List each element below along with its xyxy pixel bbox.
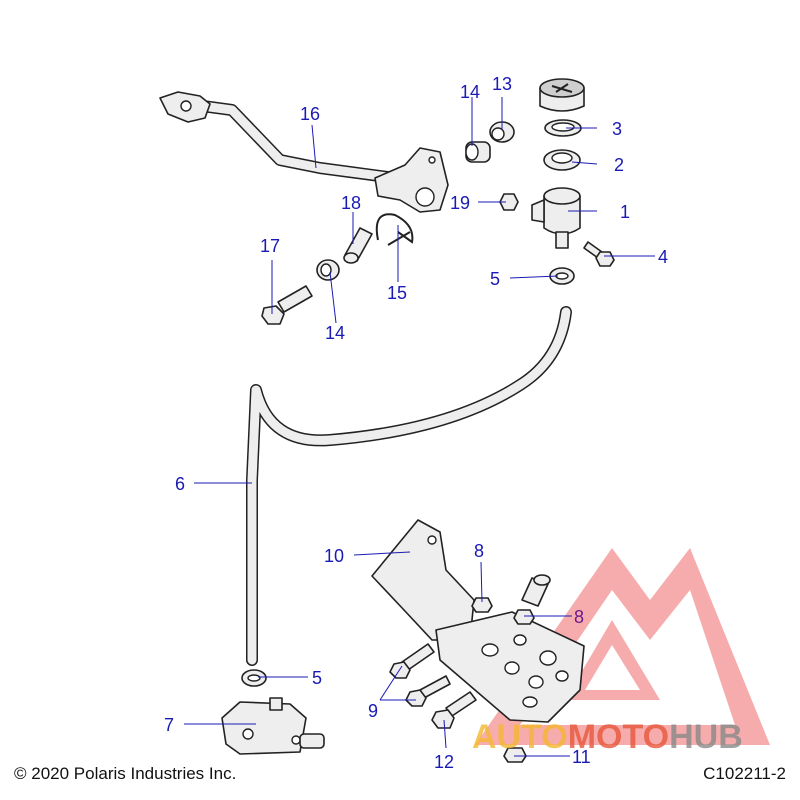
part-bushing-13 bbox=[489, 121, 515, 143]
part-bolt-4 bbox=[583, 241, 615, 267]
callout-19: 19 bbox=[450, 193, 470, 213]
callout-5-bottom: 5 bbox=[312, 668, 322, 688]
callout-14-bottom: 14 bbox=[325, 323, 345, 343]
callout-3: 3 bbox=[612, 119, 622, 139]
part-spacer bbox=[521, 574, 551, 607]
callout-15: 15 bbox=[387, 283, 407, 303]
part-clamp-5-top bbox=[549, 267, 575, 285]
part-hose-6 bbox=[246, 306, 572, 666]
part-bushing-14-bottom bbox=[316, 259, 340, 281]
callout-2: 2 bbox=[614, 155, 624, 175]
watermark-text-auto: AUTO bbox=[472, 718, 568, 756]
callout-14-top: 14 bbox=[460, 82, 480, 102]
part-nut-8-right bbox=[513, 609, 535, 625]
callout-labels: 1 2 3 4 5 19 13 14 16 18 15 17 14 6 5 7 … bbox=[164, 74, 668, 772]
part-reservoir-cap bbox=[539, 78, 585, 112]
svg-text:AUTOMOTOHUB: AUTOMOTOHUB bbox=[472, 718, 743, 756]
watermark-triangle-icon bbox=[475, 548, 770, 745]
part-bolt-17 bbox=[261, 285, 313, 325]
part-bolt-12 bbox=[431, 691, 477, 729]
part-bolt-9-lower bbox=[405, 675, 451, 707]
part-spring-clip-15 bbox=[375, 213, 414, 246]
callout-10: 10 bbox=[324, 546, 344, 566]
callout-8-upper: 8 bbox=[474, 541, 484, 561]
callout-6: 6 bbox=[175, 474, 185, 494]
callout-18: 18 bbox=[341, 193, 361, 213]
leader-lines bbox=[184, 97, 655, 757]
watermark-logo bbox=[475, 548, 770, 745]
watermark-text-moto: MOTO bbox=[568, 718, 669, 756]
part-nut-11 bbox=[503, 747, 527, 763]
watermark-text-hub: HUB bbox=[669, 718, 743, 756]
part-diaphragm bbox=[544, 119, 582, 137]
part-bolt-9-upper bbox=[389, 643, 435, 679]
callout-7: 7 bbox=[164, 715, 174, 735]
part-reservoir bbox=[531, 187, 581, 249]
part-master-cylinder bbox=[221, 697, 325, 755]
part-bushing-14-top bbox=[465, 141, 491, 163]
watermark-wordmark: AUTOMOTOHUB bbox=[472, 718, 743, 756]
callout-9: 9 bbox=[368, 701, 378, 721]
callout-8-lower: 8 bbox=[574, 607, 584, 627]
watermark-inner-triangle-icon bbox=[565, 620, 660, 700]
callout-1: 1 bbox=[620, 202, 630, 222]
callout-12: 12 bbox=[434, 752, 454, 772]
part-pin-18 bbox=[343, 227, 373, 264]
callout-17: 17 bbox=[260, 236, 280, 256]
figure-id: C102211-2 bbox=[703, 764, 786, 783]
copyright-text: © 2020 Polaris Industries Inc. bbox=[14, 764, 237, 783]
callout-16: 16 bbox=[300, 104, 320, 124]
part-reservoir-plate bbox=[543, 149, 581, 171]
part-clamp-5-bottom bbox=[241, 669, 267, 687]
part-brake-pedal bbox=[159, 91, 449, 213]
callout-4: 4 bbox=[658, 247, 668, 267]
callout-13: 13 bbox=[492, 74, 512, 94]
callout-11: 11 bbox=[572, 747, 591, 767]
callout-5-top: 5 bbox=[490, 269, 500, 289]
part-nut-8-left bbox=[471, 597, 493, 613]
